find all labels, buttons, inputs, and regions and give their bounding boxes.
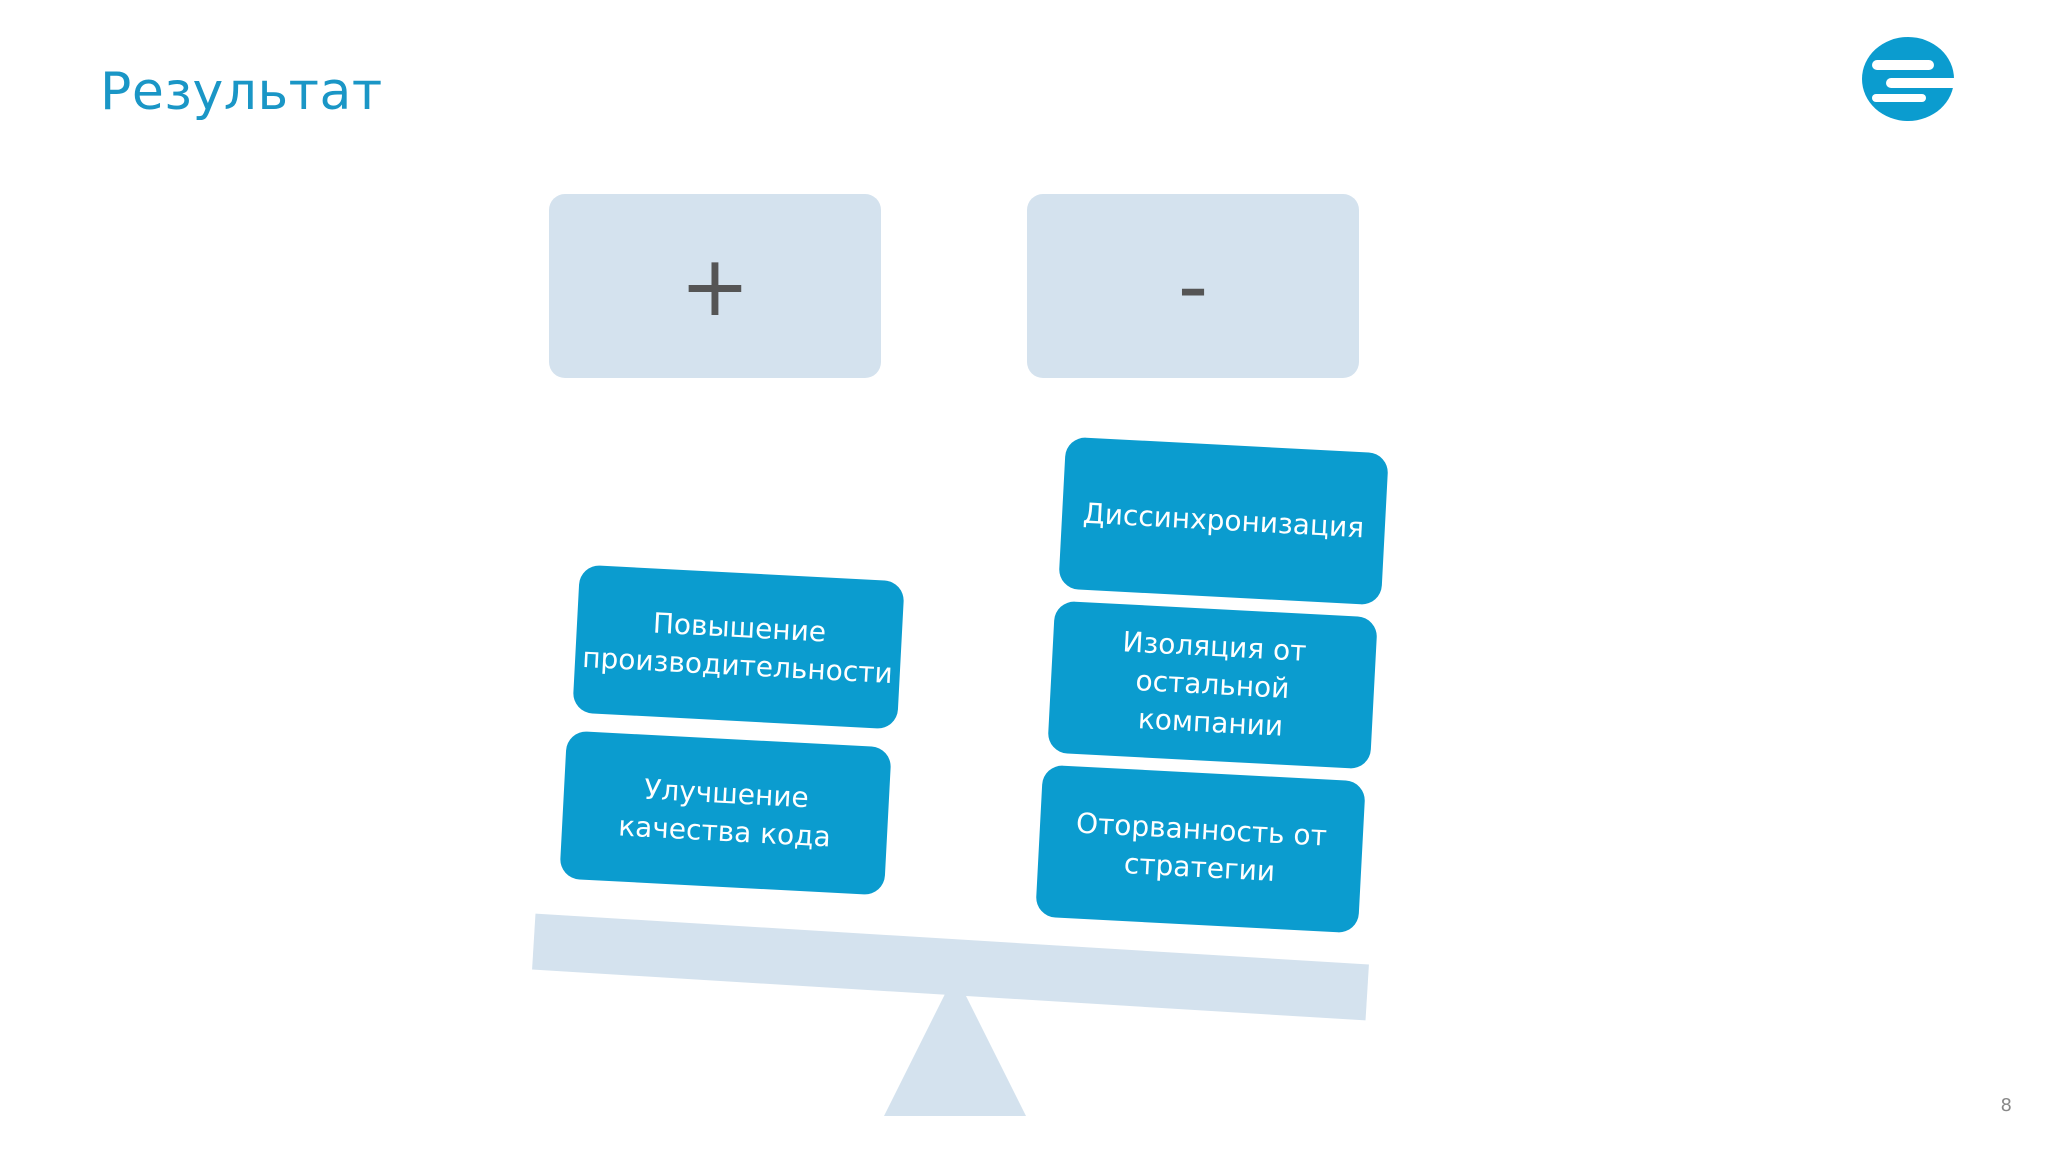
plus-item-productivity: Повышение производительности [572, 564, 905, 730]
scale-fulcrum [884, 974, 1026, 1116]
minus-item-label: Изоляция от остальной компании [1121, 625, 1308, 743]
plus-item-label: Улучшение качества кода [617, 772, 832, 854]
minus-item-strategy: Оторванность от стратегии [1035, 764, 1366, 934]
slide-title: Результат [100, 62, 383, 122]
plus-item-label: Повышение производительности [581, 606, 894, 691]
minus-header-box: - [1027, 194, 1359, 378]
plus-symbol: + [679, 237, 751, 335]
minus-symbol: - [1177, 237, 1209, 335]
minus-item-desync: Диссинхронизация [1058, 436, 1389, 606]
page-number: 8 [2000, 1095, 2012, 1116]
plus-header-box: + [549, 194, 881, 378]
minus-item-label: Оторванность от стратегии [1075, 806, 1328, 888]
plus-item-code-quality: Улучшение качества кода [559, 730, 892, 896]
company-logo-icon [1862, 37, 1960, 121]
minus-item-label: Диссинхронизация [1082, 496, 1365, 545]
minus-item-isolation: Изоляция от остальной компании [1047, 600, 1378, 770]
